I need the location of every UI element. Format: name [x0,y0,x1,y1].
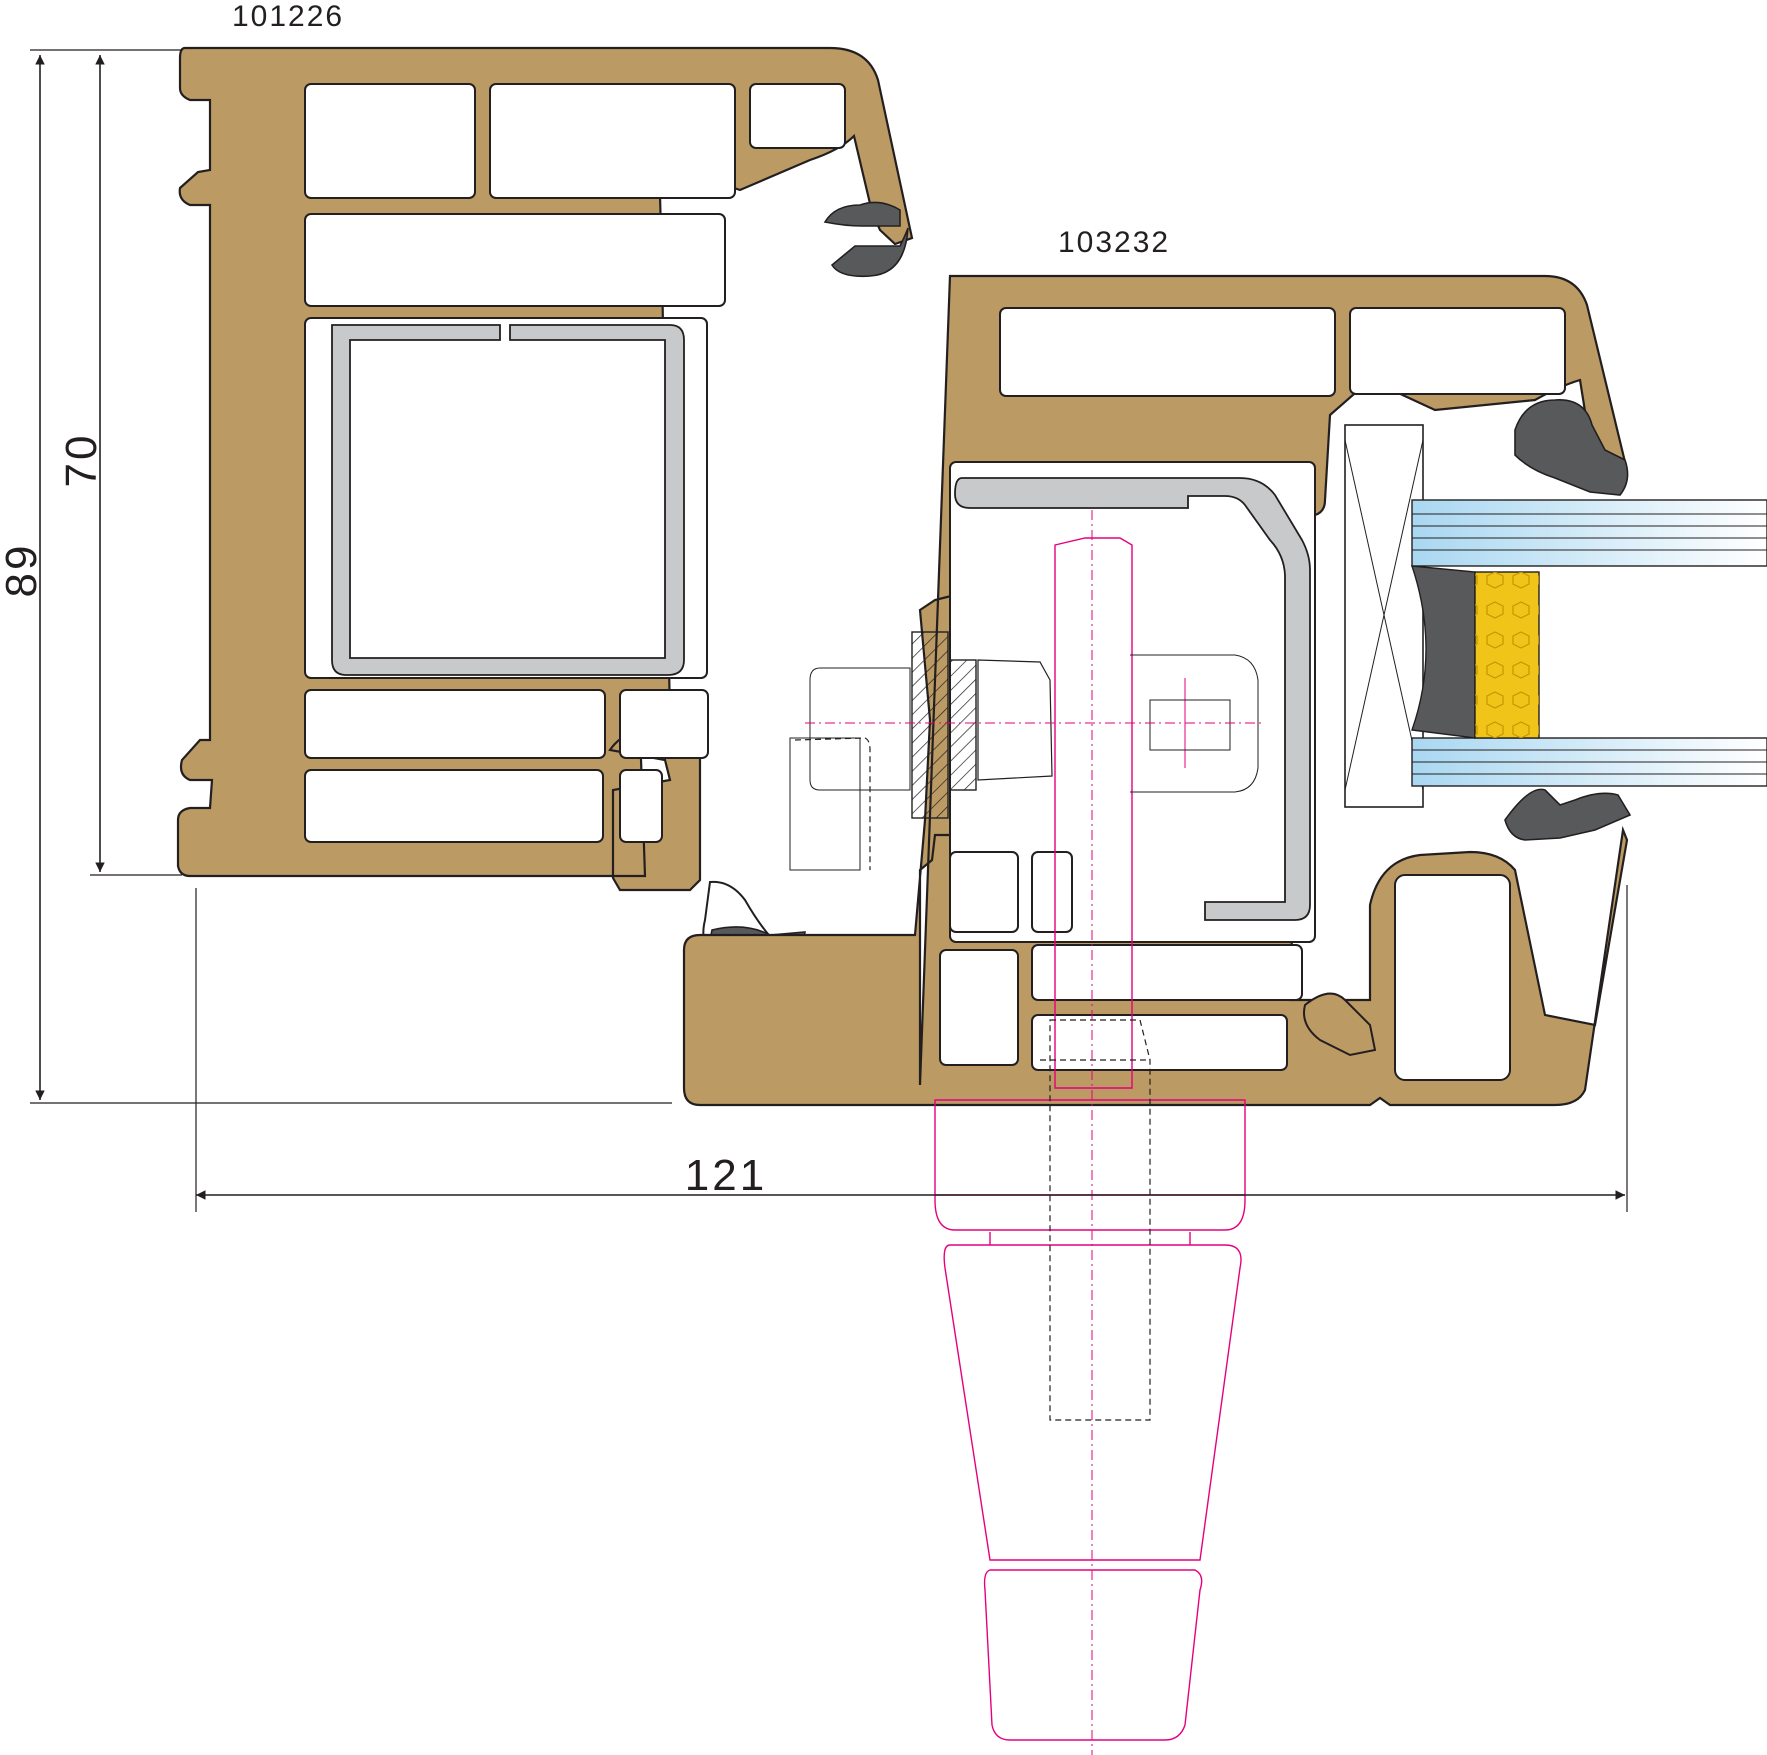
lock-striker-outline [1130,654,1259,793]
lock-mechanism [789,631,1259,871]
frame-chamber [304,689,606,759]
frame-chamber [304,83,476,199]
sash-exterior-gasket [1514,399,1629,496]
frame-rebate-gasket [823,201,909,278]
frame-chamber [304,213,726,307]
sash-chamber [999,307,1336,397]
handle-hardware [934,537,1246,1741]
sash-profile-code-label: 103232 [1058,226,1170,259]
sash-profile [682,274,1632,1107]
warm-edge-spacer-pattern [1475,572,1539,738]
frame-chambers [304,83,846,843]
lock-keeper-outline [789,737,861,871]
lock-cam [977,659,1053,781]
dimension-label-frame-height: 70 [57,433,106,488]
frame-profile [176,46,914,963]
glass-pane-outer [1411,499,1767,567]
sash-steel-reinforcement [954,477,1311,921]
handle-grip-tip [983,1569,1203,1741]
keeper-hidden [794,737,871,870]
dimension-label-total-height: 89 [0,543,46,598]
frame-chamber [619,769,663,843]
handle-spindle-housing [1054,537,1133,1089]
glazing-sealant [1410,565,1476,739]
lock-plate-hatched [911,631,949,819]
glazing-bead-line [1344,439,1424,791]
frame-chamber-reinforcement [304,317,708,679]
centre-lines [805,510,1265,1755]
frame-chamber [489,83,736,199]
glass-pane-outer-laminations [1412,513,1767,551]
glass-pane-inner-laminations [1412,749,1767,775]
sash-chamber [949,851,1019,933]
lock-plate-hatched [949,659,977,791]
lock-bolt-outline [809,667,911,791]
sash-chamber [939,949,1019,1066]
frame-chamber [304,769,604,843]
sash-chamber [1349,307,1566,395]
frame-chamber [619,689,709,759]
dimension-lines [30,49,1628,1212]
handle-grip [943,1244,1242,1561]
frame-chamber [749,83,846,149]
dimension-label-total-width: 121 [685,1151,767,1200]
sash-glazing-gasket [1504,788,1632,841]
sash-chamber [1031,851,1073,933]
sash-bottom-seal [1303,992,1377,1057]
handle-rosette [934,1099,1246,1231]
sash-chamber [1031,1014,1288,1071]
sash-chamber [1394,874,1511,1081]
spindle-hidden [1049,1019,1151,1421]
sash-chamber [1031,944,1303,1001]
frame-profile-code-label: 101226 [232,0,344,33]
hardware-hidden-lines [794,737,1151,1421]
frame-steel-reinforcement [331,324,685,676]
glazing-unit [1344,424,1767,808]
